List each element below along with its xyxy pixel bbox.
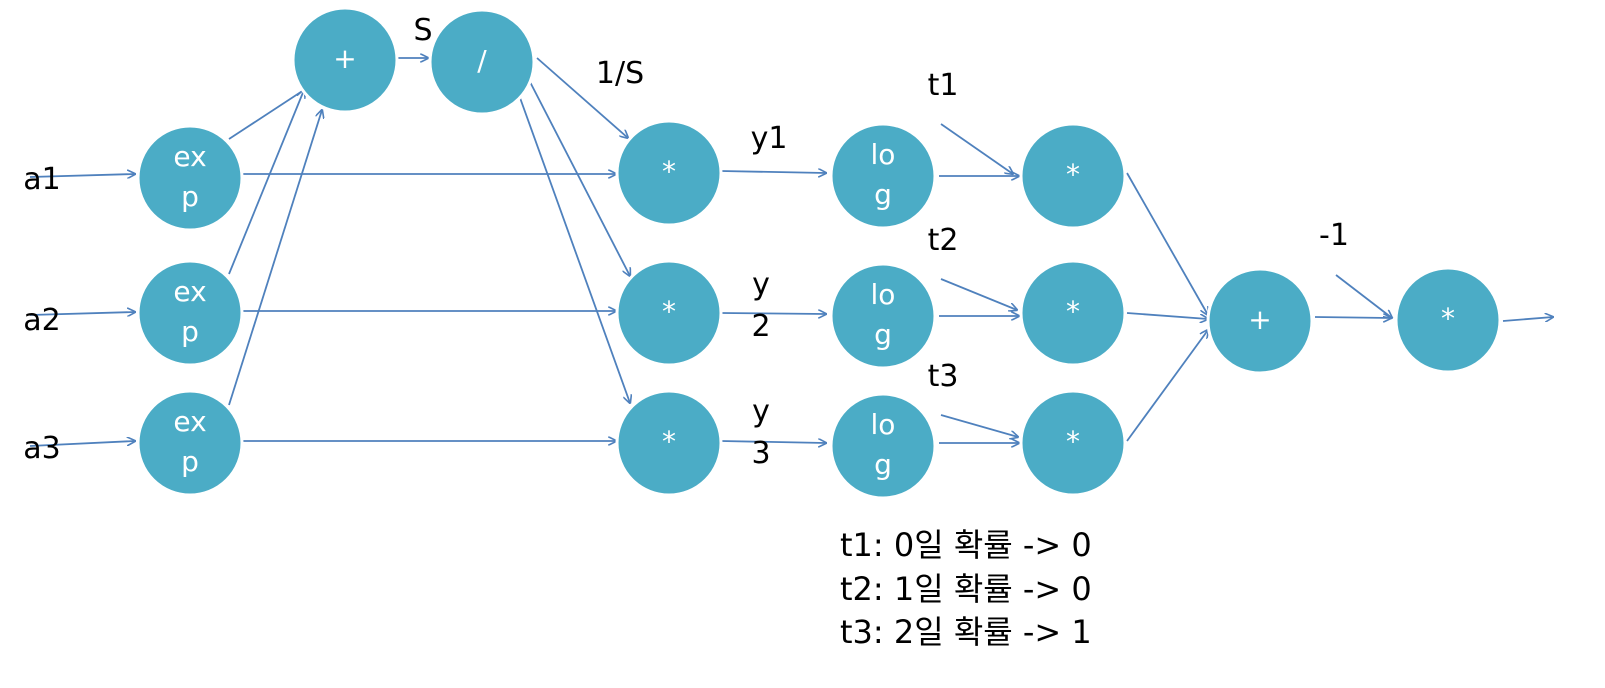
label-y2: y xyxy=(752,267,770,302)
node-total-label: + xyxy=(1248,303,1271,336)
legend-line-3: t3: 2일 확률 -> 1 xyxy=(840,613,1092,651)
node-log2-label: g xyxy=(874,318,892,351)
node-exp1-label: p xyxy=(181,180,199,213)
node-exp2-label: p xyxy=(181,315,199,348)
node-neg-label: * xyxy=(1441,302,1455,335)
node-exp2: ex p xyxy=(136,259,244,367)
edge-5 xyxy=(228,110,322,406)
label-a3: a3 xyxy=(23,431,60,466)
node-exp3-label: ex xyxy=(173,405,206,438)
node-exp3-label: p xyxy=(181,445,199,478)
label-a1: a1 xyxy=(23,162,60,197)
node-total-circle xyxy=(1206,267,1314,375)
node-div-label: / xyxy=(477,44,487,77)
node-log3-label: lo xyxy=(871,408,896,441)
node-mul3-label: * xyxy=(662,425,676,458)
edge-15 xyxy=(720,441,826,443)
node-tmul2: * xyxy=(1019,259,1127,367)
legend-line-2: t2: 1일 확률 -> 0 xyxy=(840,570,1092,608)
label-S: S xyxy=(413,13,432,48)
edge-21 xyxy=(940,414,1018,437)
node-div: / xyxy=(428,8,536,116)
node-log3-label: g xyxy=(874,448,892,481)
node-tmul1-label: * xyxy=(1066,158,1080,191)
node-exp1-circle xyxy=(136,124,244,232)
edge-23 xyxy=(1126,312,1208,319)
edge-14 xyxy=(720,313,826,314)
labels: a1 a2 a3 S 1/S y1 y 2 y 3 t1 t2 t3 -1 xyxy=(23,13,1349,471)
node-neg: * xyxy=(1394,266,1502,374)
node-log3: lo g xyxy=(829,392,937,500)
node-sum: + xyxy=(291,6,399,114)
node-mul2: * xyxy=(615,259,723,367)
edge-20 xyxy=(940,278,1017,310)
label-neg1: -1 xyxy=(1319,218,1349,253)
node-div-circle xyxy=(428,8,536,116)
edge-19 xyxy=(940,123,1013,174)
edge-0 xyxy=(29,174,135,177)
node-mul1-label: * xyxy=(662,155,676,188)
node-log1-label: lo xyxy=(871,138,896,171)
edge-2 xyxy=(29,441,135,447)
label-t1: t1 xyxy=(928,68,959,103)
node-exp2-circle xyxy=(136,259,244,367)
node-exp3: ex p xyxy=(136,389,244,497)
label-y1: y1 xyxy=(751,121,788,156)
node-mul2-circle xyxy=(615,259,723,367)
node-log1: lo g xyxy=(829,122,937,230)
legend-line-1: t1: 0일 확률 -> 0 xyxy=(840,526,1092,564)
legend: t1: 0일 확률 -> 0 t2: 1일 확률 -> 0 t3: 2일 확률 ->… xyxy=(840,526,1092,651)
edge-26 xyxy=(1335,274,1392,318)
node-exp3-circle xyxy=(136,389,244,497)
edge-8 xyxy=(527,77,630,276)
edge-27 xyxy=(1502,317,1553,321)
node-log1-label: g xyxy=(874,178,892,211)
edge-9 xyxy=(518,94,630,403)
node-log1-circle xyxy=(829,122,937,230)
node-sum-circle xyxy=(291,6,399,114)
edge-4 xyxy=(228,90,304,275)
node-tmul2-circle xyxy=(1019,259,1127,367)
label-y3: y xyxy=(752,394,770,429)
node-exp1-label: ex xyxy=(173,140,206,173)
edge-3 xyxy=(228,86,310,140)
node-sum-label: + xyxy=(333,42,356,75)
node-tmul1-circle xyxy=(1019,122,1127,230)
label-t3: t3 xyxy=(928,359,959,394)
node-mul1-circle xyxy=(615,119,723,227)
label-y2: 2 xyxy=(751,309,770,344)
node-log2-circle xyxy=(829,262,937,370)
node-tmul3-circle xyxy=(1019,389,1127,497)
edge-22 xyxy=(1126,172,1208,315)
node-log2: lo g xyxy=(829,262,937,370)
node-log2-label: lo xyxy=(871,278,896,311)
node-neg-circle xyxy=(1394,266,1502,374)
nodes: ex p ex p ex p + / * * * lo g lo g lo g * * * + * xyxy=(136,6,1502,500)
label-y3: 3 xyxy=(751,436,770,471)
node-log3-circle xyxy=(829,392,937,500)
node-tmul3: * xyxy=(1019,389,1127,497)
edge-13 xyxy=(720,171,826,173)
node-mul1: * xyxy=(615,119,723,227)
edge-24 xyxy=(1126,330,1208,442)
node-total: + xyxy=(1206,267,1314,375)
label-a2: a2 xyxy=(23,303,60,338)
edge-25 xyxy=(1314,317,1391,318)
edge-7 xyxy=(536,57,628,138)
edges xyxy=(29,57,1553,447)
label-invS: 1/S xyxy=(596,56,644,91)
node-mul2-label: * xyxy=(662,295,676,328)
node-exp2-label: ex xyxy=(173,275,206,308)
label-t2: t2 xyxy=(928,223,959,258)
edge-1 xyxy=(29,312,135,315)
node-mul3: * xyxy=(615,389,723,497)
node-mul3-circle xyxy=(615,389,723,497)
node-exp1: ex p xyxy=(136,124,244,232)
node-tmul3-label: * xyxy=(1066,425,1080,458)
node-tmul1: * xyxy=(1019,122,1127,230)
node-tmul2-label: * xyxy=(1066,295,1080,328)
